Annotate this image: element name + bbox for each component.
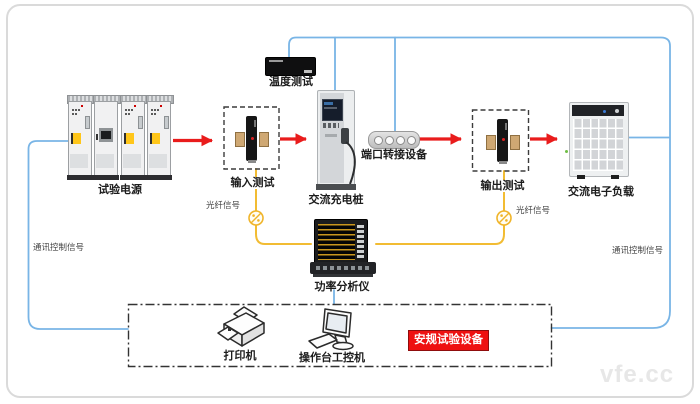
port-adapter-label: 端口转接设备: [361, 149, 427, 161]
power-cabinet: [67, 95, 95, 180]
ac-charging-pile-label: 交流充电桩: [308, 194, 364, 206]
comm-signal-label-left: 通讯控制信号: [33, 242, 85, 252]
printer-icon: [217, 306, 265, 347]
temperature-test-device: [265, 57, 316, 76]
fiber-coupler-icon: [496, 210, 512, 226]
power-analyzer-label: 功率分析仪: [314, 281, 370, 293]
safety-test-equipment-badge: 安规试验设备: [408, 330, 489, 351]
port-adapter-device: [368, 131, 420, 149]
power-flow-arrows: [173, 133, 558, 147]
power-cabinet: [120, 95, 148, 180]
output-test-sensor: [486, 119, 520, 167]
fiber-signal-label-right: 光纤信号: [516, 205, 551, 215]
page-border: [6, 4, 694, 398]
input-test-dashed-box: [223, 106, 280, 170]
ac-charging-pile-device: [316, 88, 356, 190]
watermark: vfe.cc: [600, 361, 675, 388]
console-group-dashdot-box: [127, 303, 553, 368]
console-pc-icon: [308, 308, 354, 351]
output-test-label: 输出测试: [471, 180, 534, 192]
printer-label: 打印机: [223, 350, 257, 362]
comm-signal-label-right: 通讯控制信号: [612, 245, 664, 255]
power-cabinet: [146, 95, 174, 180]
test-power-label: 试验电源: [98, 184, 142, 196]
input-test-sensor: [235, 116, 269, 164]
fiber-signal-label-left: 光纤信号: [206, 200, 241, 210]
fiber-coupler-icon: [248, 210, 264, 226]
status-dot: [565, 150, 568, 153]
test-power-cabinets: [67, 95, 174, 182]
fiber-signal-lines: [255, 168, 505, 245]
input-test-label: 输入测试: [221, 177, 284, 189]
temperature-test-label: 温度测试: [269, 76, 313, 88]
output-test-dashed-box: [471, 109, 530, 172]
ac-electronic-load-device: [569, 102, 629, 179]
comm-signal-lines: [27, 36, 671, 330]
ac-electronic-load-label: 交流电子负载: [568, 186, 634, 198]
power-cabinet-control: [93, 95, 121, 180]
console-pc-label: 操作台工控机: [299, 352, 365, 364]
power-analyzer-device: [310, 218, 376, 278]
